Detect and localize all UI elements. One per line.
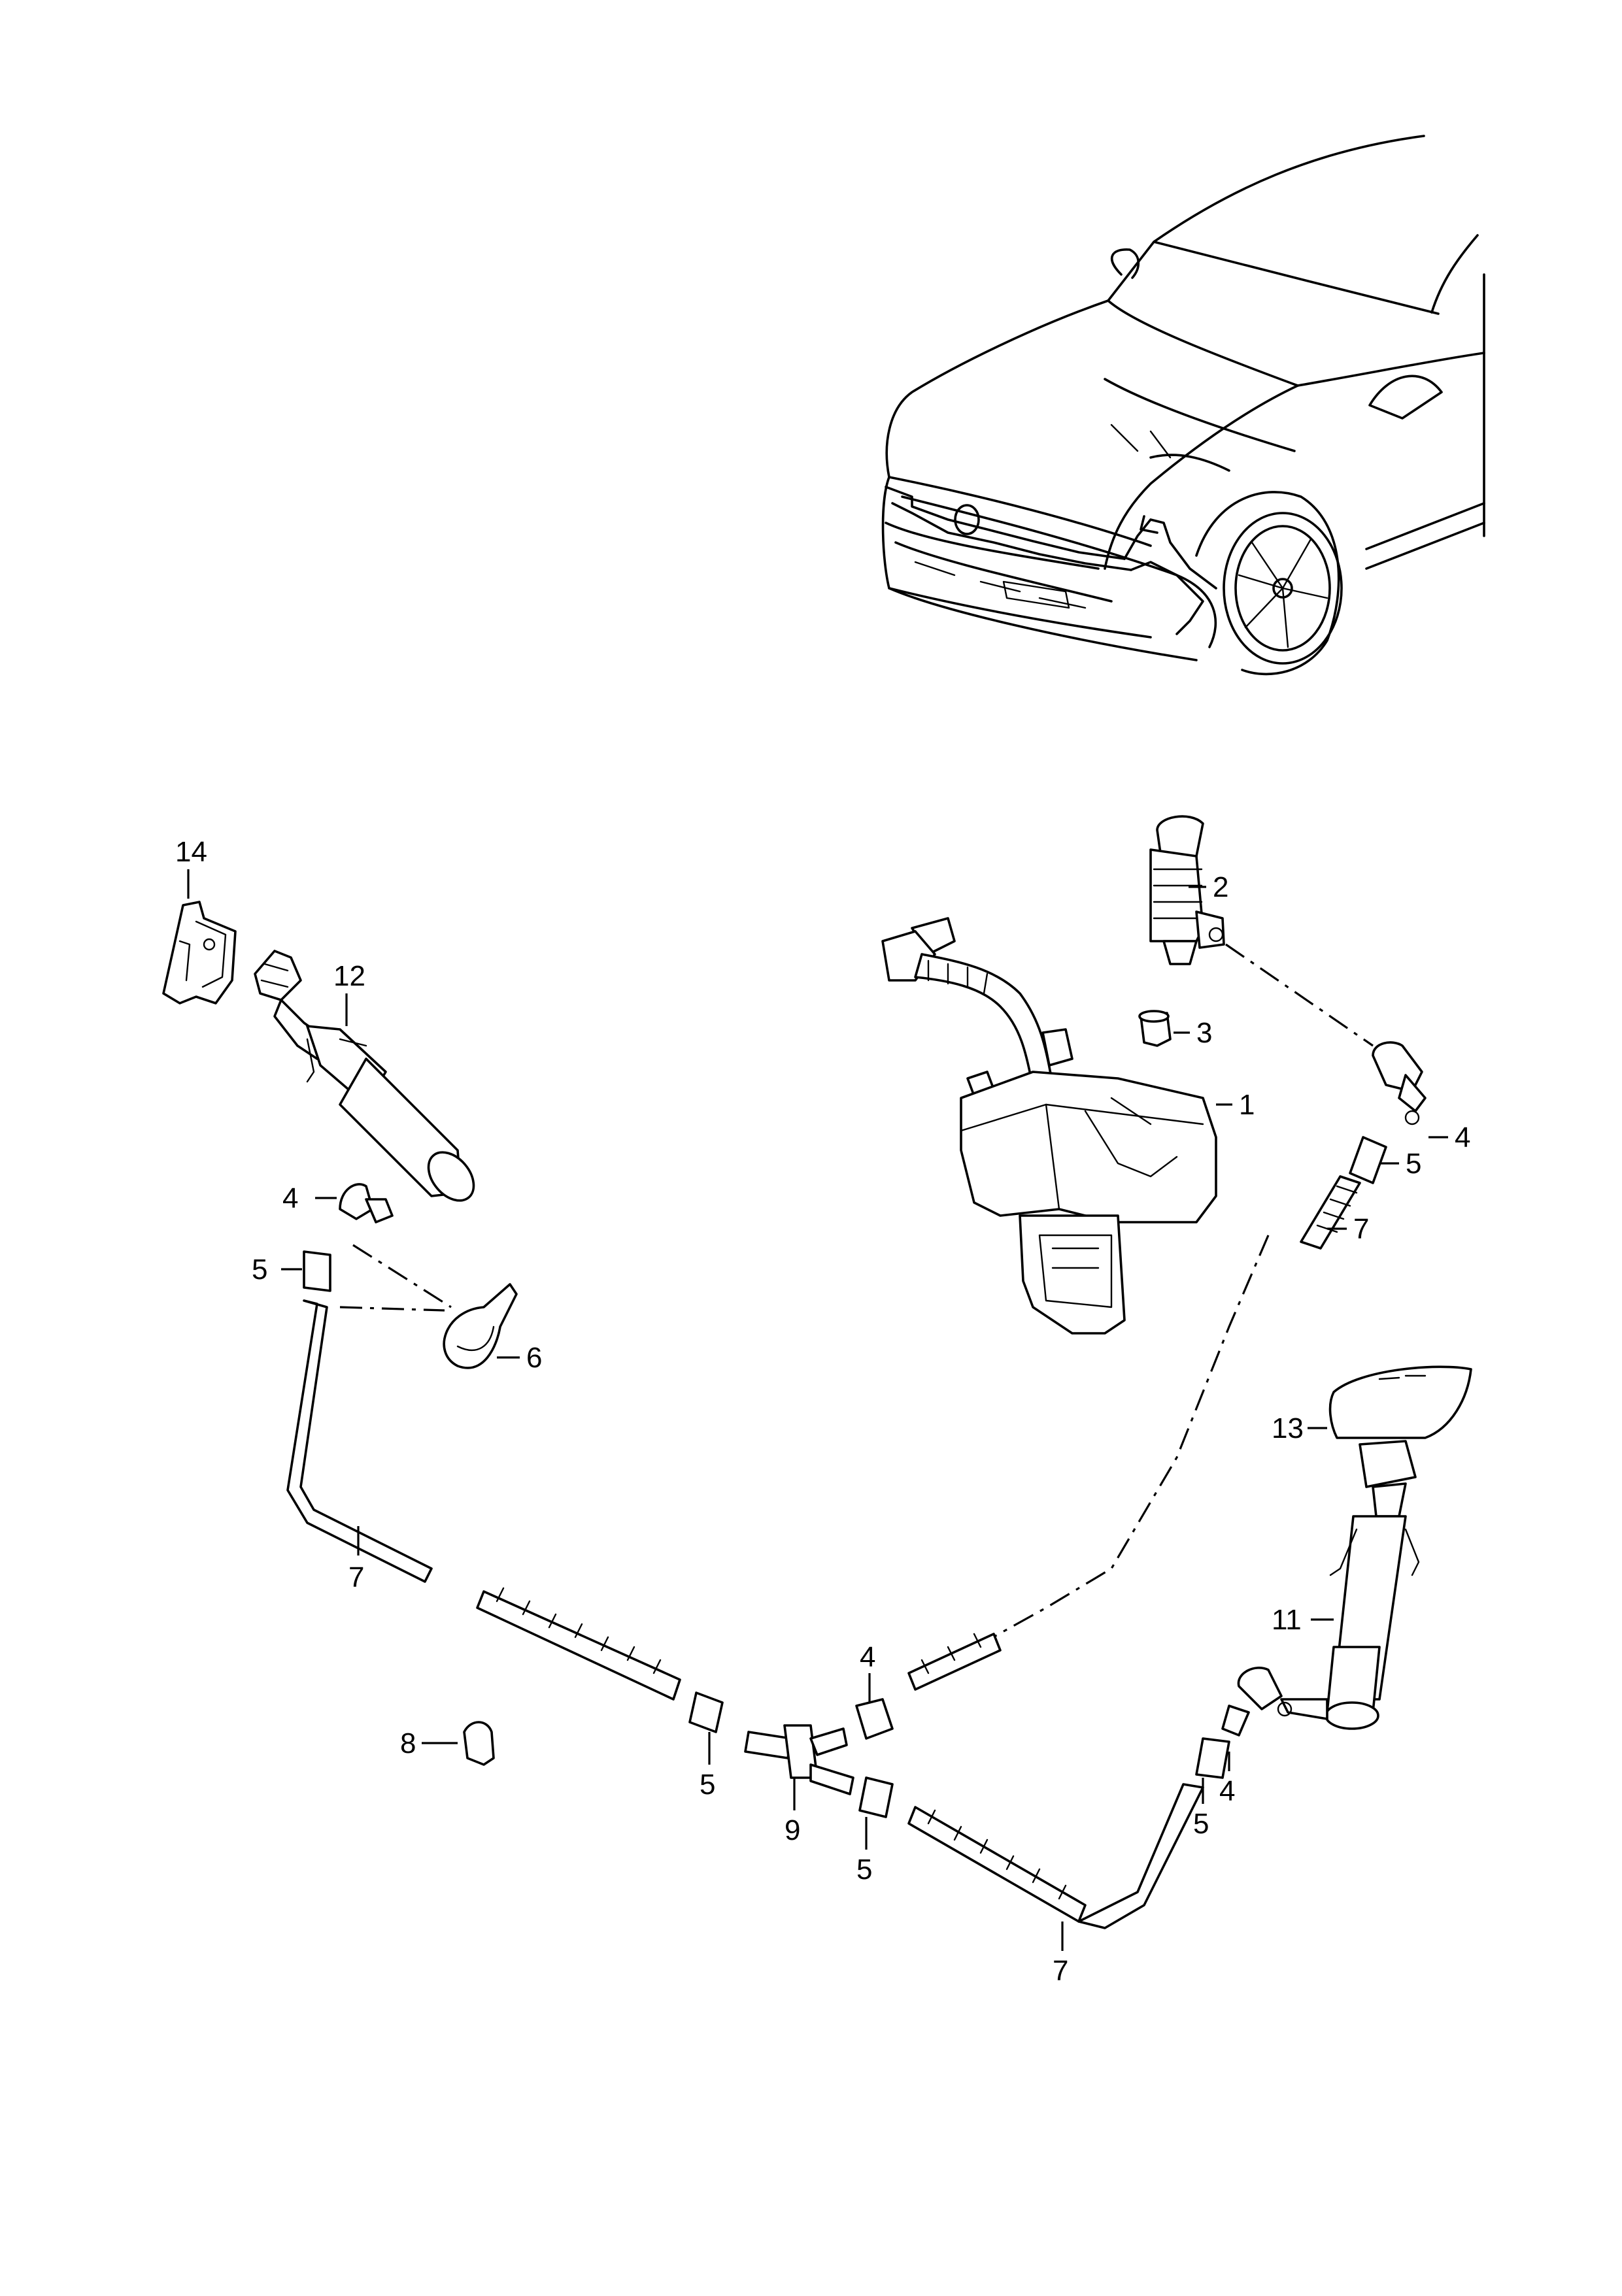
part-6-clip	[443, 1283, 518, 1369]
part-14-bracket	[162, 901, 237, 1005]
part-2-pump	[1149, 815, 1225, 965]
part-12-washer-cylinder-left	[254, 950, 475, 1202]
right-lower-hose-group	[907, 1633, 1283, 1929]
dash-guide-lines	[339, 943, 1374, 1642]
callout-8: 8	[400, 1727, 416, 1759]
callout-4-left: 4	[282, 1182, 298, 1214]
callout-7-right-top: 7	[1353, 1213, 1369, 1245]
callout-6: 6	[526, 1342, 542, 1374]
part-13-cap	[1328, 1365, 1472, 1439]
callout-4-center: 4	[860, 1641, 875, 1673]
callout-5-right-bottom: 5	[1193, 1808, 1209, 1840]
left-hose-group	[286, 1183, 724, 1733]
leader-lines	[187, 869, 1448, 1951]
callout-5-left: 5	[252, 1254, 267, 1286]
callout-9: 9	[785, 1814, 800, 1846]
part-8-clip	[463, 1721, 495, 1766]
callout-12: 12	[333, 960, 365, 992]
part-1-reservoir	[881, 917, 1217, 1335]
callout-5-right-top: 5	[1406, 1148, 1421, 1180]
callout-7-left: 7	[348, 1561, 364, 1593]
car-overview	[881, 135, 1485, 676]
callout-2: 2	[1213, 871, 1228, 903]
callout-11: 11	[1272, 1604, 1302, 1636]
part-9-t-piece	[744, 1698, 894, 1818]
callout-7-bottom: 7	[1053, 1955, 1068, 1987]
part-3-grommet	[1138, 1010, 1172, 1047]
callout-13: 13	[1272, 1412, 1304, 1444]
callout-3: 3	[1196, 1017, 1212, 1049]
callout-1: 1	[1239, 1089, 1255, 1121]
callout-labels: 14 12 2 3 1 4 5 7 4 5 6 13 7 11 4 8 5 9 …	[175, 836, 1470, 1987]
right-upper-fittings	[1300, 1041, 1427, 1250]
callout-5-center: 5	[856, 1854, 872, 1886]
callout-5-center-left: 5	[700, 1769, 715, 1801]
callout-4-right-bottom: 4	[1219, 1775, 1235, 1807]
part-11-washer-cylinder-right	[1277, 1440, 1420, 1730]
callout-4-right-top: 4	[1455, 1122, 1470, 1154]
callout-14: 14	[175, 836, 207, 868]
